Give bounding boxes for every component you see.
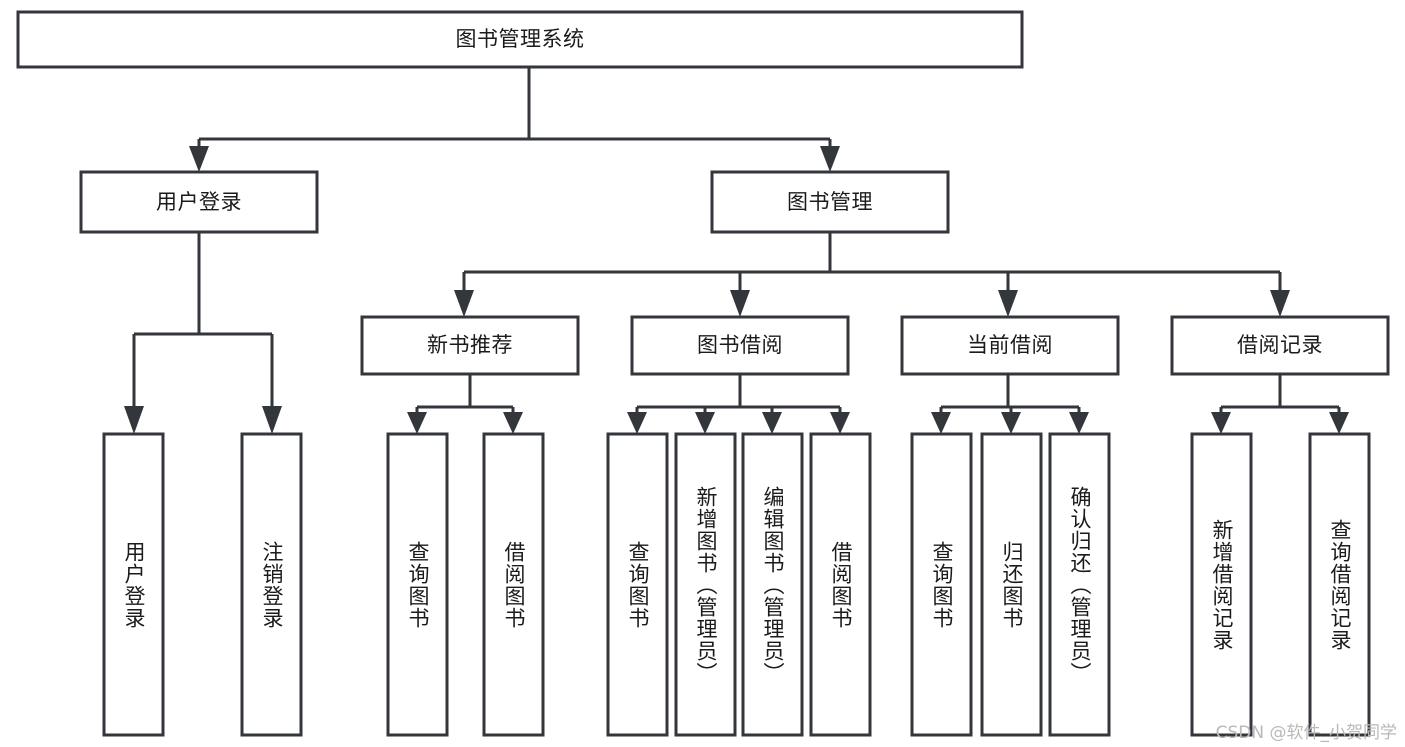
leaf-box-7[interactable] <box>809 432 872 737</box>
node-box-current[interactable] <box>900 315 1120 376</box>
connectors-new-books <box>407 374 523 434</box>
leaf-box-2[interactable] <box>386 432 449 737</box>
arrow-head-leaf-10 <box>1069 412 1089 434</box>
leaf-box-11[interactable] <box>1190 432 1253 737</box>
arrow-head-leaf-2 <box>407 412 427 434</box>
node-box-book-mgmt[interactable] <box>710 170 950 234</box>
leaf-box-5[interactable] <box>674 432 737 737</box>
leaf-box-9[interactable] <box>980 432 1043 737</box>
arrow-head-records <box>1270 290 1290 317</box>
arrow-head-leaf-9 <box>1001 412 1021 434</box>
node-box-root[interactable] <box>16 10 1024 69</box>
leaf-box-8[interactable] <box>910 432 973 737</box>
watermark-text: CSDN @软件_小贺同学 <box>1215 723 1397 743</box>
arrow-head-current <box>998 290 1018 317</box>
connectors-current <box>931 374 1089 434</box>
leaf-box-12[interactable] <box>1308 432 1371 737</box>
arrow-head-leaf-3 <box>503 412 523 434</box>
node-box-new-books[interactable] <box>360 315 580 376</box>
arrow-head-leaf-12 <box>1329 412 1349 434</box>
arrow-head-leaf-7 <box>830 412 850 434</box>
connectors-root <box>189 67 840 172</box>
node-box-user-login[interactable] <box>79 170 319 234</box>
leaf-box-1[interactable] <box>240 432 303 737</box>
leaf-box-3[interactable] <box>482 432 545 737</box>
connectors-borrow <box>627 374 850 434</box>
arrow-head-user-login <box>189 146 209 172</box>
connectors-records <box>1211 374 1349 434</box>
node-box-borrow[interactable] <box>630 315 850 376</box>
arrow-head-leaf-5 <box>695 412 715 434</box>
arrow-head-leaf-8 <box>931 412 951 434</box>
arrow-head-leaf-11 <box>1211 412 1231 434</box>
arrow-head-leaf-0 <box>124 406 144 434</box>
arrow-head-borrow <box>730 290 750 317</box>
arrow-head-new-books <box>454 290 474 317</box>
arrow-head-leaf-4 <box>627 412 647 434</box>
node-boxes <box>16 10 1390 376</box>
leaf-box-0[interactable] <box>102 432 165 737</box>
connectors-user-login <box>124 232 282 434</box>
leaf-boxes <box>102 432 1371 737</box>
connectors-book-mgmt <box>454 232 1290 317</box>
node-box-records[interactable] <box>1170 315 1390 376</box>
arrow-head-leaf-1 <box>262 406 282 434</box>
leaf-box-4[interactable] <box>606 432 669 737</box>
leaf-box-6[interactable] <box>741 432 804 737</box>
arrow-head-leaf-6 <box>762 412 782 434</box>
leaf-box-10[interactable] <box>1048 432 1111 737</box>
arrow-head-book-mgmt <box>820 146 840 172</box>
